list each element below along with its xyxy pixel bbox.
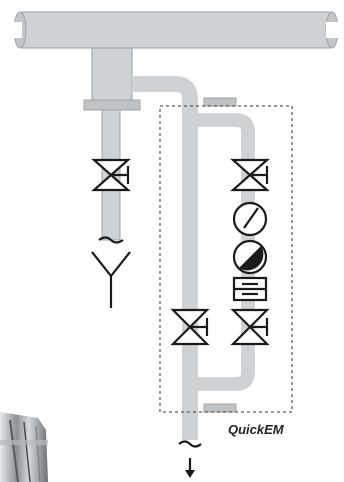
tee-connection bbox=[83, 47, 141, 111]
gauge-icon bbox=[232, 201, 268, 237]
branch-pipe bbox=[132, 76, 198, 440]
bottom-break-icon bbox=[178, 440, 202, 448]
quickem-boundary bbox=[159, 105, 293, 413]
quickem-label: QuickEM bbox=[228, 422, 285, 437]
flow-meter-icon bbox=[232, 239, 268, 275]
funnel-icon bbox=[91, 251, 131, 308]
left-valve-icon bbox=[91, 158, 131, 192]
upper-flange bbox=[203, 97, 237, 107]
strainer-icon bbox=[232, 276, 268, 302]
bypass-valve-icon bbox=[170, 308, 210, 346]
main-pipe bbox=[10, 11, 340, 49]
flow-arrow-down-icon bbox=[185, 458, 195, 478]
right-valve-lower-icon bbox=[230, 308, 270, 346]
left-break-icon bbox=[98, 236, 124, 244]
device-photo-fragment bbox=[0, 412, 48, 482]
right-valve-upper-icon bbox=[230, 158, 270, 192]
lower-flange bbox=[203, 403, 237, 413]
